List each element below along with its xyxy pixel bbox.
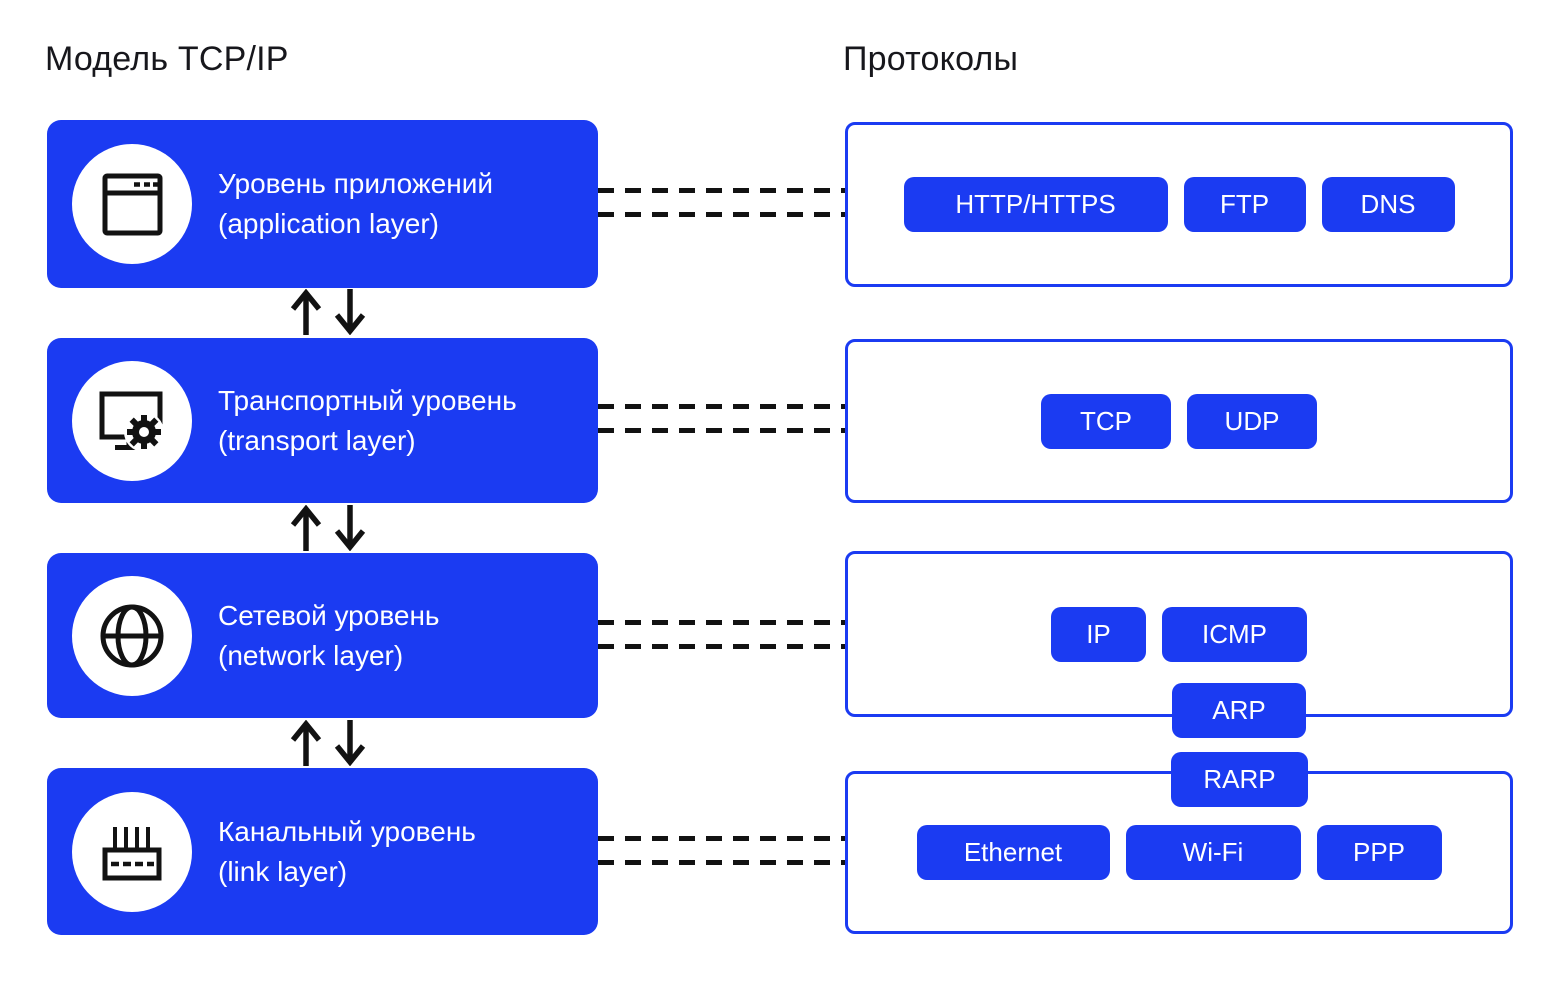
connector-dashed-line bbox=[598, 188, 845, 193]
layer-subtitle: (link layer) bbox=[218, 855, 348, 887]
layer-card-link: Канальный уровень (link layer) bbox=[47, 768, 598, 935]
connector-dashed-line bbox=[598, 620, 845, 625]
layer-title: Сетевой уровень bbox=[218, 599, 440, 631]
layer-card-application: Уровень приложений (application layer) bbox=[47, 120, 598, 288]
connector-dashed-line bbox=[598, 644, 845, 649]
connector-dashed-line bbox=[598, 404, 845, 409]
browser-window-icon bbox=[72, 144, 192, 264]
layer-title: Транспортный уровень bbox=[218, 384, 517, 416]
protocol-chip-ppp: PPP bbox=[1316, 825, 1442, 880]
layer-title: Уровень приложений bbox=[218, 168, 493, 199]
connector-dashed-line bbox=[598, 428, 845, 433]
protocol-chip-tcp: TCP bbox=[1041, 393, 1171, 449]
monitor-gear-icon bbox=[72, 360, 192, 481]
protocol-chip-http-https: HTTP/HTTPS bbox=[903, 177, 1168, 232]
layer-label-transport: Транспортный уровень (transport layer) bbox=[218, 381, 517, 461]
layer-title: Канальный уровень bbox=[218, 815, 476, 847]
protocol-panel-transport: TCP UDP bbox=[845, 339, 1513, 503]
model-column-title: Модель TCP/IP bbox=[45, 40, 289, 78]
layer-label-network: Сетевой уровень (network layer) bbox=[218, 596, 440, 676]
protocol-chip-rarp: RARP bbox=[1171, 752, 1308, 807]
layer-exchange-arrows bbox=[290, 289, 366, 335]
layer-card-transport: Транспортный уровень (transport layer) bbox=[47, 338, 598, 503]
protocol-chip-ftp: FTP bbox=[1183, 177, 1306, 232]
layer-card-network: Сетевой уровень (network layer) bbox=[47, 553, 598, 718]
layer-label-link: Канальный уровень (link layer) bbox=[218, 812, 476, 892]
router-icon bbox=[72, 791, 192, 912]
layer-subtitle: (application layer) bbox=[218, 208, 439, 239]
connector-dashed-line bbox=[598, 860, 845, 865]
layer-subtitle: (transport layer) bbox=[218, 424, 416, 456]
protocol-chip-dns: DNS bbox=[1321, 177, 1455, 232]
layer-label-application: Уровень приложений (application layer) bbox=[218, 164, 493, 244]
protocol-chip-ip: IP bbox=[1051, 606, 1146, 662]
connector-dashed-line bbox=[598, 836, 845, 841]
layer-exchange-arrows bbox=[290, 720, 366, 766]
connector-dashed-line bbox=[598, 212, 845, 217]
layer-subtitle: (network layer) bbox=[218, 639, 404, 671]
protocol-chip-udp: UDP bbox=[1187, 393, 1317, 449]
protocols-column-title: Протоколы bbox=[843, 40, 1019, 78]
protocol-chip-ethernet: Ethernet bbox=[916, 825, 1110, 880]
layer-exchange-arrows bbox=[290, 505, 366, 551]
protocol-panel-application: HTTP/HTTPS FTP DNS bbox=[845, 122, 1513, 287]
globe-icon bbox=[72, 575, 192, 696]
protocol-chip-wifi: Wi-Fi bbox=[1125, 825, 1301, 880]
protocol-chip-arp: ARP bbox=[1172, 683, 1306, 738]
protocol-chip-icmp: ICMP bbox=[1162, 606, 1307, 662]
